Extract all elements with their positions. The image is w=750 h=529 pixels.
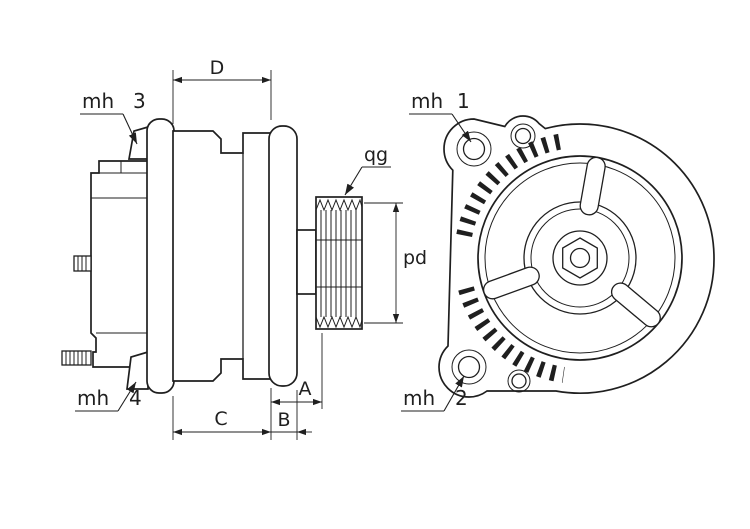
dimension-a: A (270, 333, 323, 440)
dim-label-a: A (299, 378, 312, 400)
mh1-leader (451, 113, 472, 143)
label-mh1: mh 1 (409, 89, 472, 143)
mh3-number: 3 (133, 89, 146, 113)
terminal-stud-upper-threads (77, 256, 87, 271)
terminal-stud-lower (61, 350, 92, 366)
dim-label-b: B (277, 409, 290, 431)
dimensions: D pd A B C qg (172, 57, 427, 440)
label-mh3: mh 3 (80, 89, 146, 145)
qg-leader (344, 166, 363, 196)
shaft-spacer (296, 229, 317, 295)
shaft-nut (552, 230, 608, 286)
spoke-top (579, 156, 606, 216)
pulley-hub-lines (316, 239, 362, 288)
mh4-prefix: mh (77, 386, 109, 410)
pulley-body (315, 196, 363, 330)
bracket-lower-foot (126, 350, 149, 390)
mh4-leader (117, 381, 137, 412)
mh2-leader (443, 375, 465, 412)
bracket-plate (146, 118, 175, 394)
mh2-number: 2 (455, 386, 468, 410)
dimension-b: B (271, 390, 312, 440)
dim-label-d: D (210, 57, 225, 79)
front-view (438, 115, 715, 398)
mh3-leader (122, 113, 138, 145)
mounting-hole-bottom-2 (511, 373, 527, 389)
mh3-prefix: mh (82, 89, 114, 113)
mounting-hole-top-2 (514, 127, 532, 145)
dim-a-extension-lines (270, 333, 323, 440)
spoke-lower-right (610, 282, 661, 328)
spoke-lower-left (482, 266, 540, 300)
dimension-pd: pd (364, 202, 427, 324)
dim-label-c: C (214, 408, 227, 430)
mounting-boss-top (456, 131, 492, 167)
pulley-rim-inner (484, 162, 676, 354)
label-mh4: mh 4 (75, 381, 142, 412)
mounting-boss-bottom-2 (507, 369, 531, 393)
mounting-boss-bottom (451, 349, 487, 385)
mounting-holes (451, 123, 536, 393)
dimension-d: D (172, 57, 272, 124)
reference-labels: mh 3 mh 4 mh 1 mh 2 (75, 89, 472, 412)
stator-body (172, 130, 272, 382)
pulley-side (315, 196, 363, 330)
rear-housing-outline (90, 160, 151, 368)
cooling-fins (455, 133, 565, 383)
rear-housing (61, 160, 151, 368)
mh1-prefix: mh (411, 89, 443, 113)
front-plate (268, 125, 298, 387)
label-mh2: mh 2 (401, 375, 468, 412)
mounting-boss-top-2 (510, 123, 536, 149)
dim-label-pd: pd (403, 247, 427, 269)
pulley-spokes (482, 156, 661, 328)
side-view (61, 118, 363, 394)
pulley-front (477, 155, 683, 361)
terminal-stud-lower-threads (65, 351, 87, 365)
dimension-c: C (172, 396, 271, 440)
rear-housing-detail-lines (91, 161, 150, 334)
mounting-hole-1 (462, 137, 486, 161)
dim-pd-extension-lines (364, 202, 403, 324)
mounting-hole-2 (457, 355, 481, 379)
pulley-groove-lines (320, 210, 357, 317)
hub-ring-outer (523, 201, 637, 315)
shaft-center (569, 247, 591, 269)
hub-ring-inner (530, 208, 630, 308)
dim-label-qg: qg (364, 144, 388, 166)
mh2-prefix: mh (403, 386, 435, 410)
cooling-fins-upper-arc (455, 133, 562, 240)
mh1-number: 1 (457, 89, 470, 113)
stator-body-outline (172, 130, 272, 382)
callout-qg: qg (344, 144, 391, 196)
